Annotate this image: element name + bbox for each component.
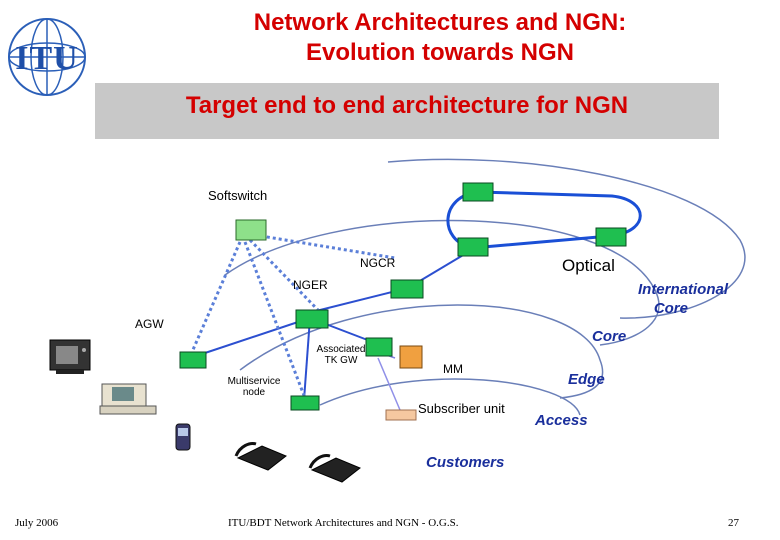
optical-node-right: [595, 227, 627, 247]
international-core-label: International Core: [637, 281, 728, 317]
multiservice-node-label: Multiservice node: [227, 376, 281, 398]
nger-label: NGER: [293, 278, 328, 292]
edge-layer-label: Edge: [568, 371, 605, 388]
softswitch-node: [235, 219, 267, 241]
access-layer-label: Access: [535, 412, 588, 429]
international-core-arc: [387, 158, 746, 319]
itu-globe-icon: [8, 18, 86, 96]
ngcr-label: NGCR: [360, 256, 396, 270]
link-agw-left: [189, 317, 311, 359]
core-arc: [224, 219, 660, 346]
associated-tk-gw-node: [365, 337, 393, 357]
softswitch-signalling: [190, 233, 396, 399]
customers-layer-label: Customers: [426, 454, 505, 471]
mm-node: [399, 345, 423, 369]
associated-tk-gw-label: Associated TK GW: [316, 344, 366, 366]
softswitch-label: Softswitch: [208, 188, 268, 203]
mm-label: MM: [443, 362, 463, 376]
multiservice-node: [290, 395, 320, 411]
access-node-left: [179, 351, 207, 369]
itu-logo: ITU: [4, 14, 90, 100]
link-assoc-subscriber: [377, 357, 401, 411]
link-agw-multiservice: [303, 317, 311, 401]
desk-phone-icon: [308, 454, 361, 483]
optical-label: Optical: [562, 256, 615, 275]
agw-label: AGW: [135, 317, 164, 331]
ngcr-node: [390, 279, 424, 299]
desk-phone-icon: [234, 442, 287, 471]
title-line-1: Network Architectures and NGN:: [253, 9, 627, 36]
footer-date: July 2006: [15, 517, 59, 529]
optical-node-left: [457, 237, 489, 257]
agw-node: [295, 309, 329, 329]
television-icon: [49, 339, 91, 374]
page-title: Network Architectures and NGN: Evolution…: [150, 8, 730, 68]
core-layer-label: Core: [592, 328, 627, 345]
access-arc: [319, 378, 581, 416]
subtitle-banner-text: Target end to end architecture for NGN: [185, 92, 629, 119]
subscriber-unit-node: [385, 409, 417, 421]
footer-center: ITU/BDT Network Architectures and NGN - …: [228, 517, 459, 529]
title-line-2: Evolution towards NGN: [305, 39, 574, 66]
subscriber-unit-label: Subscriber unit: [418, 401, 505, 416]
footer-page-number: 27: [728, 517, 739, 529]
computer-icon: [99, 383, 157, 415]
optical-node-top: [462, 182, 494, 202]
subtitle-banner: [95, 83, 719, 139]
logo-text: ITU: [15, 40, 79, 77]
mobile-phone-icon: [175, 423, 191, 451]
